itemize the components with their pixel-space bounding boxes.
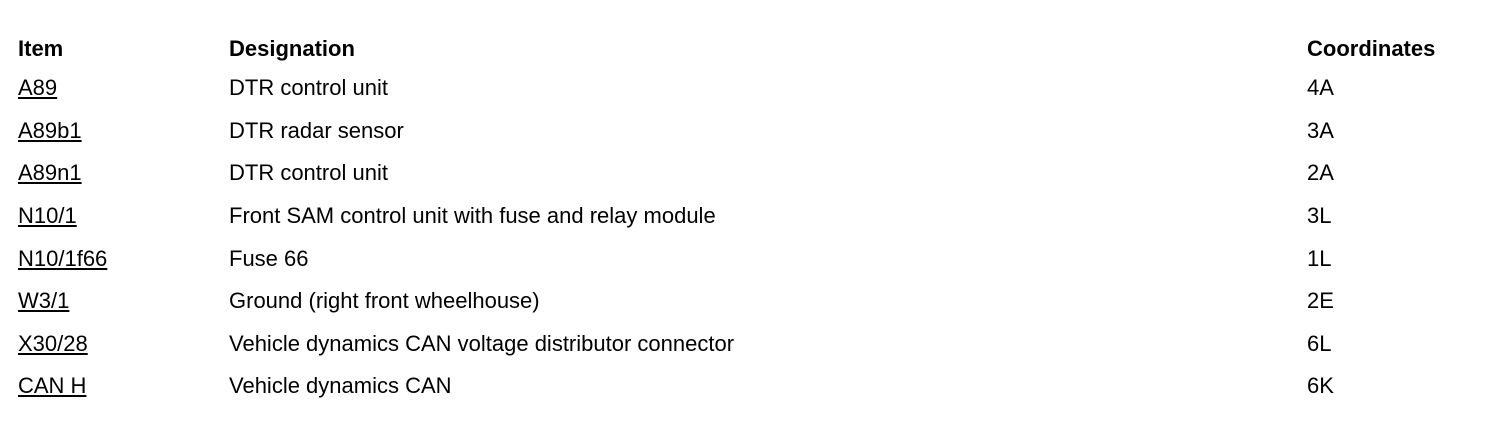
table-row: A89n1 DTR control unit 2A bbox=[18, 152, 1488, 195]
table-row: N10/1f66 Fuse 66 1L bbox=[18, 237, 1488, 280]
item-cell: W3/1 bbox=[18, 280, 229, 323]
table-row: X30/28 Vehicle dynamics CAN voltage dist… bbox=[18, 323, 1488, 366]
table-row: A89b1 DTR radar sensor 3A bbox=[18, 110, 1488, 153]
designation-cell: Vehicle dynamics CAN voltage distributor… bbox=[229, 330, 735, 356]
coordinates-cell: 4A bbox=[1307, 75, 1334, 101]
coordinates-column-header: Coordinates bbox=[1307, 35, 1436, 61]
table-row: A89 DTR control unit 4A bbox=[18, 67, 1488, 110]
item-link[interactable]: W3/1 bbox=[18, 288, 70, 314]
table-row: CAN H Vehicle dynamics CAN 6K bbox=[18, 365, 1488, 408]
designation-cell: Fuse 66 bbox=[229, 245, 309, 271]
coordinates-cell: 2A bbox=[1307, 160, 1334, 186]
table-row: W3/1 Ground (right front wheelhouse) 2E bbox=[18, 280, 1488, 323]
coordinates-cell: 3L bbox=[1307, 203, 1332, 229]
item-link[interactable]: N10/1f66 bbox=[18, 245, 108, 271]
designation-cell: DTR radar sensor bbox=[229, 117, 404, 143]
designation-cell: DTR control unit bbox=[229, 160, 388, 186]
coordinates-cell: 1L bbox=[1307, 245, 1332, 271]
coordinates-cell: 2E bbox=[1307, 288, 1334, 314]
designation-cell: Vehicle dynamics CAN bbox=[229, 373, 452, 399]
designation-cell: Ground (right front wheelhouse) bbox=[229, 288, 540, 314]
item-link[interactable]: A89 bbox=[18, 75, 58, 101]
item-link[interactable]: CAN H bbox=[18, 373, 87, 399]
item-link[interactable]: A89b1 bbox=[18, 117, 82, 143]
designation-cell: DTR control unit bbox=[229, 75, 388, 101]
item-column-header: Item bbox=[18, 35, 64, 61]
component-legend-table: Item Designation Coordinates A89 DTR con… bbox=[18, 30, 1488, 408]
coordinates-cell: 3A bbox=[1307, 117, 1334, 143]
item-cell: CAN H bbox=[18, 365, 229, 408]
designation-column-header: Designation bbox=[229, 35, 355, 61]
item-cell: N10/1 bbox=[18, 195, 229, 238]
coordinates-cell: 6L bbox=[1307, 330, 1332, 356]
item-cell: A89 bbox=[18, 67, 229, 110]
item-cell: N10/1f66 bbox=[18, 237, 229, 280]
item-link[interactable]: X30/28 bbox=[18, 330, 88, 356]
designation-cell: Front SAM control unit with fuse and rel… bbox=[229, 203, 716, 229]
header-row: Item Designation Coordinates bbox=[18, 30, 1488, 67]
item-link[interactable]: A89n1 bbox=[18, 160, 82, 186]
item-cell: X30/28 bbox=[18, 323, 229, 366]
item-link[interactable]: N10/1 bbox=[18, 203, 77, 229]
coordinates-cell: 6K bbox=[1307, 373, 1334, 399]
item-cell: A89n1 bbox=[18, 152, 229, 195]
table-row: N10/1 Front SAM control unit with fuse a… bbox=[18, 195, 1488, 238]
item-cell: A89b1 bbox=[18, 110, 229, 153]
